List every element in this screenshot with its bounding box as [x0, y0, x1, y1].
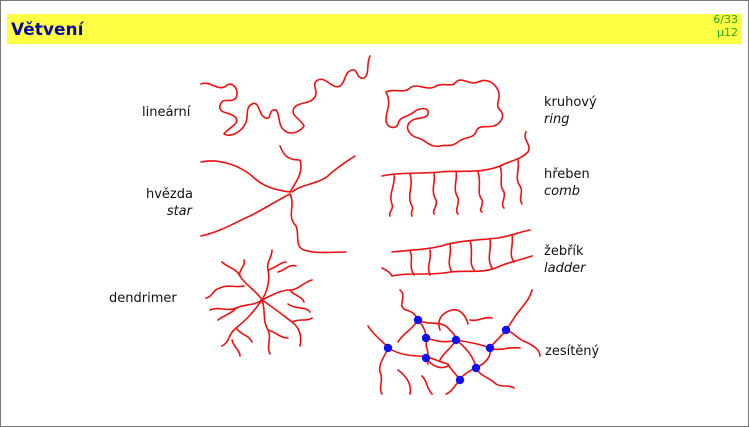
crosslink-point: [422, 334, 430, 342]
crosslink-point: [502, 326, 510, 334]
star-polymer: [201, 146, 355, 253]
crosslink-point: [456, 376, 464, 384]
crosslink-point: [414, 316, 422, 324]
crosslink-point: [384, 344, 392, 352]
linear-chain: [201, 56, 370, 135]
crosslink-point: [452, 336, 460, 344]
comb-polymer: [382, 132, 529, 216]
crosslink-point: [422, 354, 430, 362]
crosslink-point: [486, 344, 494, 352]
ring-polymer: [386, 80, 502, 146]
ladder-polymer: [382, 230, 532, 276]
dendrimer-polymer: [206, 250, 312, 356]
crosslink-point: [472, 364, 480, 372]
